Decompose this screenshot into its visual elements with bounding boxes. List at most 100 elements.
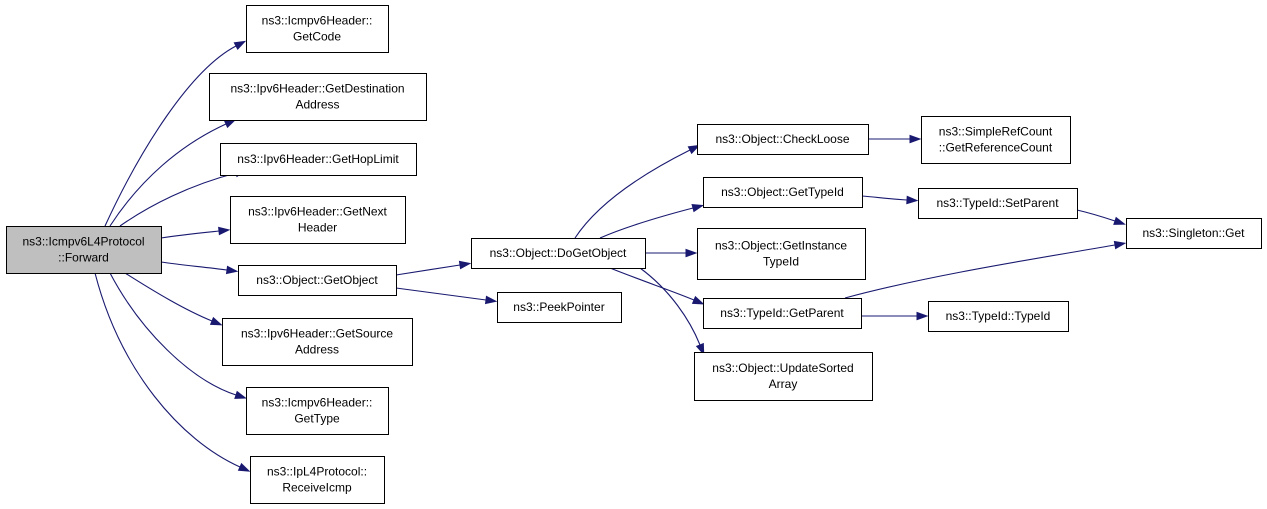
edge-line bbox=[639, 267, 701, 346]
node-label-line: ns3::Object::UpdateSorted bbox=[712, 361, 853, 375]
node-box bbox=[6, 226, 162, 274]
edge-arrowhead bbox=[218, 226, 231, 236]
edge-getobject-to-dogetobject bbox=[395, 260, 472, 276]
node-dogetobject[interactable]: ns3::Object::DoGetObject bbox=[471, 238, 646, 269]
edge-line bbox=[119, 172, 237, 227]
edge-arrowhead bbox=[484, 295, 498, 305]
node-label-line: TypeId bbox=[763, 255, 799, 269]
edge-typeidgetparent-to-typeidtypeid bbox=[860, 311, 929, 321]
edge-arrowhead bbox=[695, 342, 705, 356]
edge-forward-to-getcode bbox=[104, 40, 247, 227]
node-singletonget[interactable]: ns3::Singleton::Get bbox=[1126, 218, 1262, 249]
node-setparent[interactable]: ns3::TypeId::SetParent bbox=[918, 188, 1078, 219]
node-getrefcount[interactable]: ns3::SimpleRefCount::GetReferenceCount bbox=[921, 116, 1071, 164]
node-label-line: ns3::Object::GetInstance bbox=[715, 239, 847, 253]
node-box bbox=[222, 318, 413, 366]
node-label-line: ReceiveIcmp bbox=[282, 481, 352, 495]
node-label-line: ns3::Object::DoGetObject bbox=[490, 246, 627, 260]
node-box bbox=[209, 73, 427, 121]
node-label-line: ::Forward bbox=[58, 251, 109, 265]
node-label-line: ns3::SimpleRefCount bbox=[939, 125, 1053, 139]
edge-dogetobject-to-objgettypeid bbox=[599, 203, 705, 239]
edge-arrowhead bbox=[1113, 240, 1127, 250]
edge-dogetobject-to-checkloose bbox=[574, 144, 701, 239]
node-gethoplimit[interactable]: ns3::Ipv6Header::GetHopLimit bbox=[220, 143, 417, 176]
node-box bbox=[694, 352, 873, 401]
node-label-line: ns3::Ipv6Header::GetNext bbox=[248, 205, 387, 219]
node-label-line: ns3::IpL4Protocol:: bbox=[267, 465, 367, 479]
edge-dogetobject-to-getinstance bbox=[645, 248, 698, 258]
node-typeidgetparent[interactable]: ns3::TypeId::GetParent bbox=[703, 298, 862, 329]
edge-typeidgetparent-to-singletonget bbox=[844, 240, 1127, 299]
edge-checkloose-to-getrefcount bbox=[868, 134, 922, 144]
node-label-line: ::GetReferenceCount bbox=[939, 141, 1053, 155]
node-label-line: ns3::Ipv6Header::GetSource bbox=[241, 327, 393, 341]
node-gettype[interactable]: ns3::Icmpv6Header::GetType bbox=[246, 387, 389, 435]
edge-arrowhead bbox=[234, 390, 247, 399]
node-label-line: ns3::Ipv6Header::GetDestination bbox=[230, 82, 404, 96]
edge-line bbox=[109, 272, 237, 396]
edge-forward-to-getdest bbox=[109, 119, 237, 227]
node-label-line: Array bbox=[769, 377, 798, 391]
edge-arrowhead bbox=[916, 311, 929, 321]
node-label-line: ns3::Icmpv6Header:: bbox=[262, 14, 373, 28]
edge-line bbox=[609, 267, 695, 301]
node-box bbox=[220, 143, 417, 176]
edge-forward-to-getsource bbox=[124, 272, 223, 326]
edge-line bbox=[109, 123, 227, 227]
node-label-line: GetCode bbox=[293, 30, 341, 44]
node-label-line: ns3::Singleton::Get bbox=[1142, 226, 1245, 240]
node-box bbox=[1126, 218, 1262, 249]
node-label-line: ns3::Icmpv6Header:: bbox=[262, 396, 373, 410]
edge-dogetobject-to-typeidgetparent bbox=[609, 267, 705, 305]
edge-arrowhead bbox=[691, 295, 705, 305]
node-label-line: ns3::Object::CheckLoose bbox=[715, 132, 849, 146]
node-getobject[interactable]: ns3::Object::GetObject bbox=[238, 265, 397, 296]
call-edges bbox=[94, 40, 1127, 472]
edge-arrowhead bbox=[458, 260, 472, 270]
node-label-line: ns3::Icmpv6L4Protocol bbox=[22, 235, 144, 249]
node-box bbox=[471, 238, 646, 269]
node-checkloose[interactable]: ns3::Object::CheckLoose bbox=[697, 124, 869, 155]
edge-arrowhead bbox=[687, 144, 701, 155]
node-label-line: ns3::PeekPointer bbox=[513, 300, 604, 314]
node-peekpointer[interactable]: ns3::PeekPointer bbox=[497, 292, 622, 323]
edge-getobject-to-peekpointer bbox=[395, 287, 498, 305]
edge-arrowhead bbox=[225, 265, 239, 275]
node-box bbox=[703, 298, 862, 329]
node-box bbox=[703, 177, 863, 208]
node-box bbox=[918, 188, 1078, 219]
node-typeidtypeid[interactable]: ns3::TypeId::TypeId bbox=[928, 301, 1069, 332]
node-box bbox=[697, 124, 869, 155]
node-box bbox=[921, 116, 1071, 164]
node-label-line: GetType bbox=[294, 412, 340, 426]
edge-arrowhead bbox=[685, 248, 698, 258]
edge-arrowhead bbox=[909, 134, 922, 144]
node-label-line: Header bbox=[298, 221, 337, 235]
edge-arrowhead bbox=[1113, 216, 1126, 225]
node-objgettypeid[interactable]: ns3::Object::GetTypeId bbox=[703, 177, 863, 208]
node-receiveicmp[interactable]: ns3::IpL4Protocol::ReceiveIcmp bbox=[250, 456, 385, 504]
node-box bbox=[230, 196, 406, 244]
edge-line bbox=[395, 264, 461, 276]
node-forward[interactable]: ns3::Icmpv6L4Protocol::Forward bbox=[6, 226, 162, 274]
edge-forward-to-gettype bbox=[109, 272, 247, 399]
node-label-line: ns3::TypeId::SetParent bbox=[936, 196, 1059, 210]
edge-forward-to-getobject bbox=[160, 261, 239, 275]
node-box bbox=[497, 292, 622, 323]
node-label-line: ns3::Object::GetObject bbox=[256, 273, 378, 287]
edge-arrowhead bbox=[237, 462, 251, 472]
edge-line bbox=[160, 261, 228, 271]
edge-forward-to-getnextheader bbox=[160, 226, 231, 239]
node-label-line: Address bbox=[295, 343, 339, 357]
node-getcode[interactable]: ns3::Icmpv6Header::GetCode bbox=[246, 5, 389, 53]
edge-line bbox=[124, 272, 213, 322]
edge-line bbox=[861, 195, 908, 201]
edge-line bbox=[160, 230, 220, 239]
